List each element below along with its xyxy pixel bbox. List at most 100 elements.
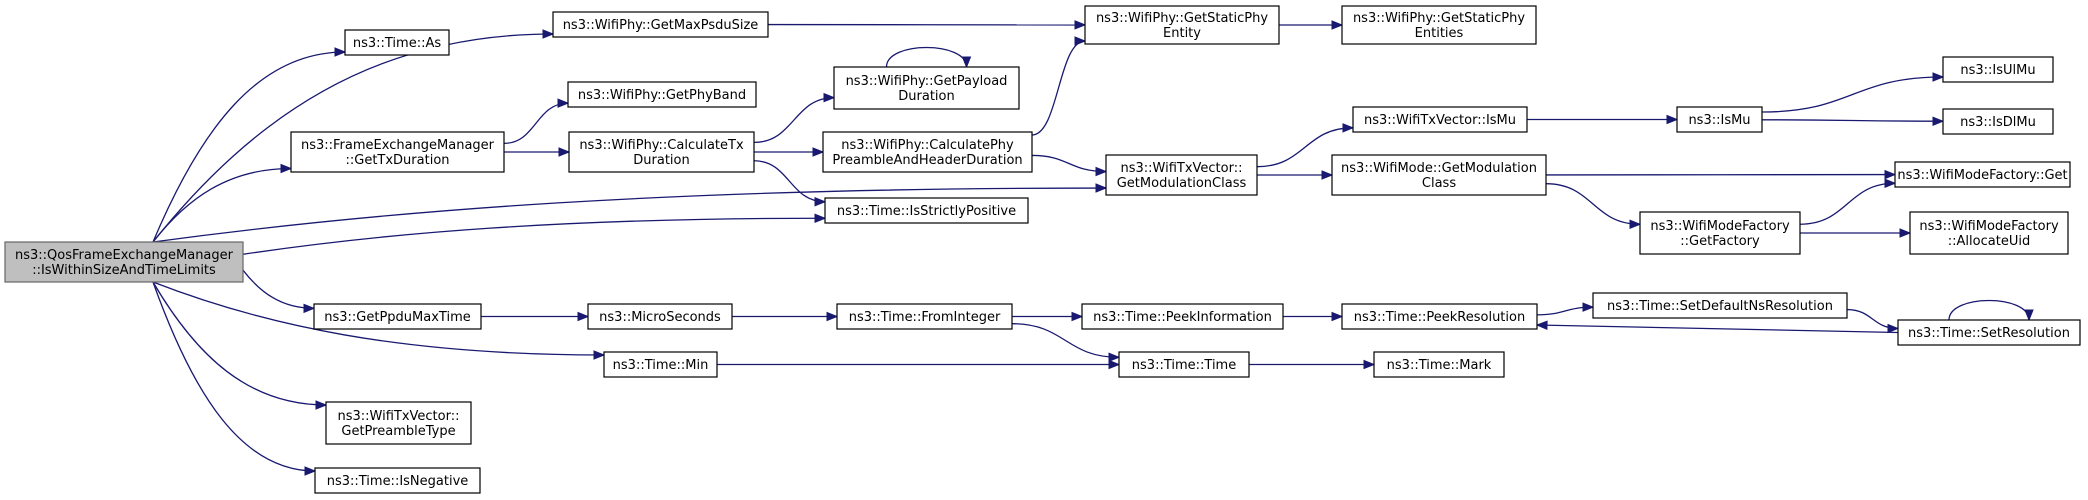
node-box <box>587 303 733 330</box>
call-edge-getppdumaxtime-to-microseconds <box>481 311 590 322</box>
node-label: ns3::FrameExchangeManager <box>301 138 495 153</box>
node-label: ns3::Time::PeekInformation <box>1093 310 1272 325</box>
call-edge-getpayloadduration-to-getpayloadduration <box>885 46 972 69</box>
node-label: ::GetTxDuration <box>345 153 449 168</box>
edge-line <box>242 269 315 309</box>
function-node-getphyband[interactable]: ns3::WifiPhy::GetPhyBand <box>567 81 757 108</box>
function-node-ismu[interactable]: ns3::IsMu <box>1676 106 1763 133</box>
edge-line <box>1536 324 1899 334</box>
function-node-setdefaultnsres[interactable]: ns3::Time::SetDefaultNsResolution <box>1592 292 1848 319</box>
edge-arrowhead <box>826 311 839 322</box>
function-node-time-mark[interactable]: ns3::Time::Mark <box>1373 351 1505 378</box>
function-node-isnegative[interactable]: ns3::Time::IsNegative <box>314 467 481 494</box>
function-node-ismu-vec[interactable]: ns3::WifiTxVector::IsMu <box>1352 106 1528 133</box>
call-edge-fem_gettxduration-to-getphyband <box>503 98 570 145</box>
node-box <box>313 303 482 330</box>
node-label: ns3::WifiPhy::GetMaxPsduSize <box>563 18 759 33</box>
call-edge-time_min-to-time_time <box>717 359 1121 370</box>
function-node-calcpreamble[interactable]: ns3::WifiPhy::CalculatePhyPreambleAndHea… <box>822 131 1033 173</box>
edge-arrowhead <box>1887 323 1900 334</box>
node-label: ns3::WifiTxVector:: <box>1120 161 1242 176</box>
node-label: ns3::Time::Mark <box>1387 358 1492 373</box>
edge-arrowhead <box>1629 219 1642 230</box>
function-node-microseconds[interactable]: ns3::MicroSeconds <box>587 303 733 330</box>
function-node-root[interactable]: ns3::QosFrameExchangeManager::IsWithinSi… <box>4 241 244 283</box>
function-node-isdlmu[interactable]: ns3::IsDlMu <box>1942 108 2054 135</box>
edge-line <box>885 46 968 68</box>
function-node-factory-getfactory[interactable]: ns3::WifiModeFactory::GetFactory <box>1639 211 1801 255</box>
function-node-peekresolution[interactable]: ns3::Time::PeekResolution <box>1341 303 1538 330</box>
node-label: Duration <box>898 89 954 104</box>
edge-arrowhead <box>557 98 570 108</box>
node-label: ::GetFactory <box>1680 234 1760 249</box>
edge-line <box>1948 299 2030 321</box>
function-node-getmodclass-mode[interactable]: ns3::WifiMode::GetModulationClass <box>1331 154 1547 196</box>
edge-arrowhead <box>280 163 293 174</box>
node-label: ns3::WifiPhy::CalculateTx <box>579 138 744 153</box>
function-node-factory-get[interactable]: ns3::WifiModeFactory::Get <box>1894 161 2071 188</box>
function-node-time-min[interactable]: ns3::Time::Min <box>603 351 718 378</box>
node-label: PreambleAndHeaderDuration <box>832 153 1022 168</box>
function-node-isulmu[interactable]: ns3::IsUlMu <box>1942 56 2054 83</box>
edge-arrowhead <box>1666 114 1679 125</box>
edge-arrowhead <box>315 400 328 410</box>
function-node-getmaxpsdu[interactable]: ns3::WifiPhy::GetMaxPsduSize <box>552 11 769 38</box>
edge-arrowhead <box>334 47 347 57</box>
node-label: ns3::IsDlMu <box>1960 115 2036 130</box>
node-label: ns3::WifiTxVector::IsMu <box>1364 113 1516 128</box>
edge-arrowhead <box>1108 352 1121 363</box>
edge-line <box>152 281 605 356</box>
function-node-setresolution[interactable]: ns3::Time::SetResolution <box>1897 319 2081 346</box>
edge-arrowhead <box>1074 36 1087 46</box>
function-node-factory-allocuid[interactable]: ns3::WifiModeFactory::AllocateUid <box>1909 211 2069 255</box>
node-label: ns3::GetPpduMaxTime <box>324 310 471 325</box>
edge-line <box>152 281 316 472</box>
function-node-time-time[interactable]: ns3::Time::Time <box>1118 351 1250 378</box>
edge-arrowhead <box>1899 228 1912 238</box>
node-label: ns3::Time::PeekResolution <box>1354 310 1525 325</box>
call-edge-getmodclass_mode-to-factory_getfactory <box>1545 183 1642 230</box>
call-edge-root-to-time_min <box>152 281 606 360</box>
node-box <box>1942 56 2054 83</box>
function-node-getpreambletype[interactable]: ns3::WifiTxVector::GetPreambleType <box>325 401 472 445</box>
node-box <box>1373 351 1505 378</box>
call-edge-frominteger-to-time_time <box>1011 323 1121 363</box>
node-box <box>568 131 755 173</box>
function-node-isstrictlypositive[interactable]: ns3::Time::IsStrictlyPositive <box>824 197 1029 224</box>
edge-arrowhead <box>1884 178 1897 189</box>
function-node-fem-gettxduration[interactable]: ns3::FrameExchangeManager::GetTxDuration <box>290 131 505 173</box>
function-node-getppdumaxtime[interactable]: ns3::GetPpduMaxTime <box>313 303 482 330</box>
node-label: ns3::Time::FromInteger <box>849 310 1001 325</box>
node-label: Entity <box>1163 26 1201 41</box>
edge-line <box>152 51 346 243</box>
node-label: ns3::WifiPhy::GetPhyBand <box>578 88 746 103</box>
node-label: ns3::Time::As <box>353 36 442 51</box>
call-edge-root-to-getppdumaxtime <box>242 269 316 314</box>
call-edge-setdefaultnsres-to-setresolution <box>1846 308 1900 334</box>
edge-arrowhead <box>961 56 972 69</box>
edge-line <box>1761 76 1944 113</box>
node-box <box>1894 161 2071 188</box>
node-label: GetModulationClass <box>1117 176 1247 191</box>
node-label: ::AllocateUid <box>1948 234 2030 249</box>
function-node-peekinformation[interactable]: ns3::Time::PeekInformation <box>1081 303 1284 330</box>
node-label: ns3::Time::IsStrictlyPositive <box>837 204 1016 219</box>
call-edge-getmodclass_vec-to-getmodclass_mode <box>1257 170 1334 180</box>
call-edge-root-to-getmodclass_vec <box>152 183 1108 243</box>
call-edge-setresolution-to-peekresolution <box>1535 320 1899 334</box>
node-box <box>833 66 1020 110</box>
node-label: Entities <box>1415 26 1464 41</box>
edge-line <box>1761 119 1944 122</box>
edge-arrowhead <box>814 213 827 223</box>
call-edge-time_time-to-time_mark <box>1249 359 1376 370</box>
function-node-frominteger[interactable]: ns3::Time::FromInteger <box>836 303 1013 330</box>
function-node-time-as[interactable]: ns3::Time::As <box>344 29 450 56</box>
function-node-getmodclass-vec[interactable]: ns3::WifiTxVector::GetModulationClass <box>1105 154 1258 196</box>
edge-arrowhead <box>814 196 827 207</box>
call-edge-root-to-getpreambletype <box>152 281 328 410</box>
